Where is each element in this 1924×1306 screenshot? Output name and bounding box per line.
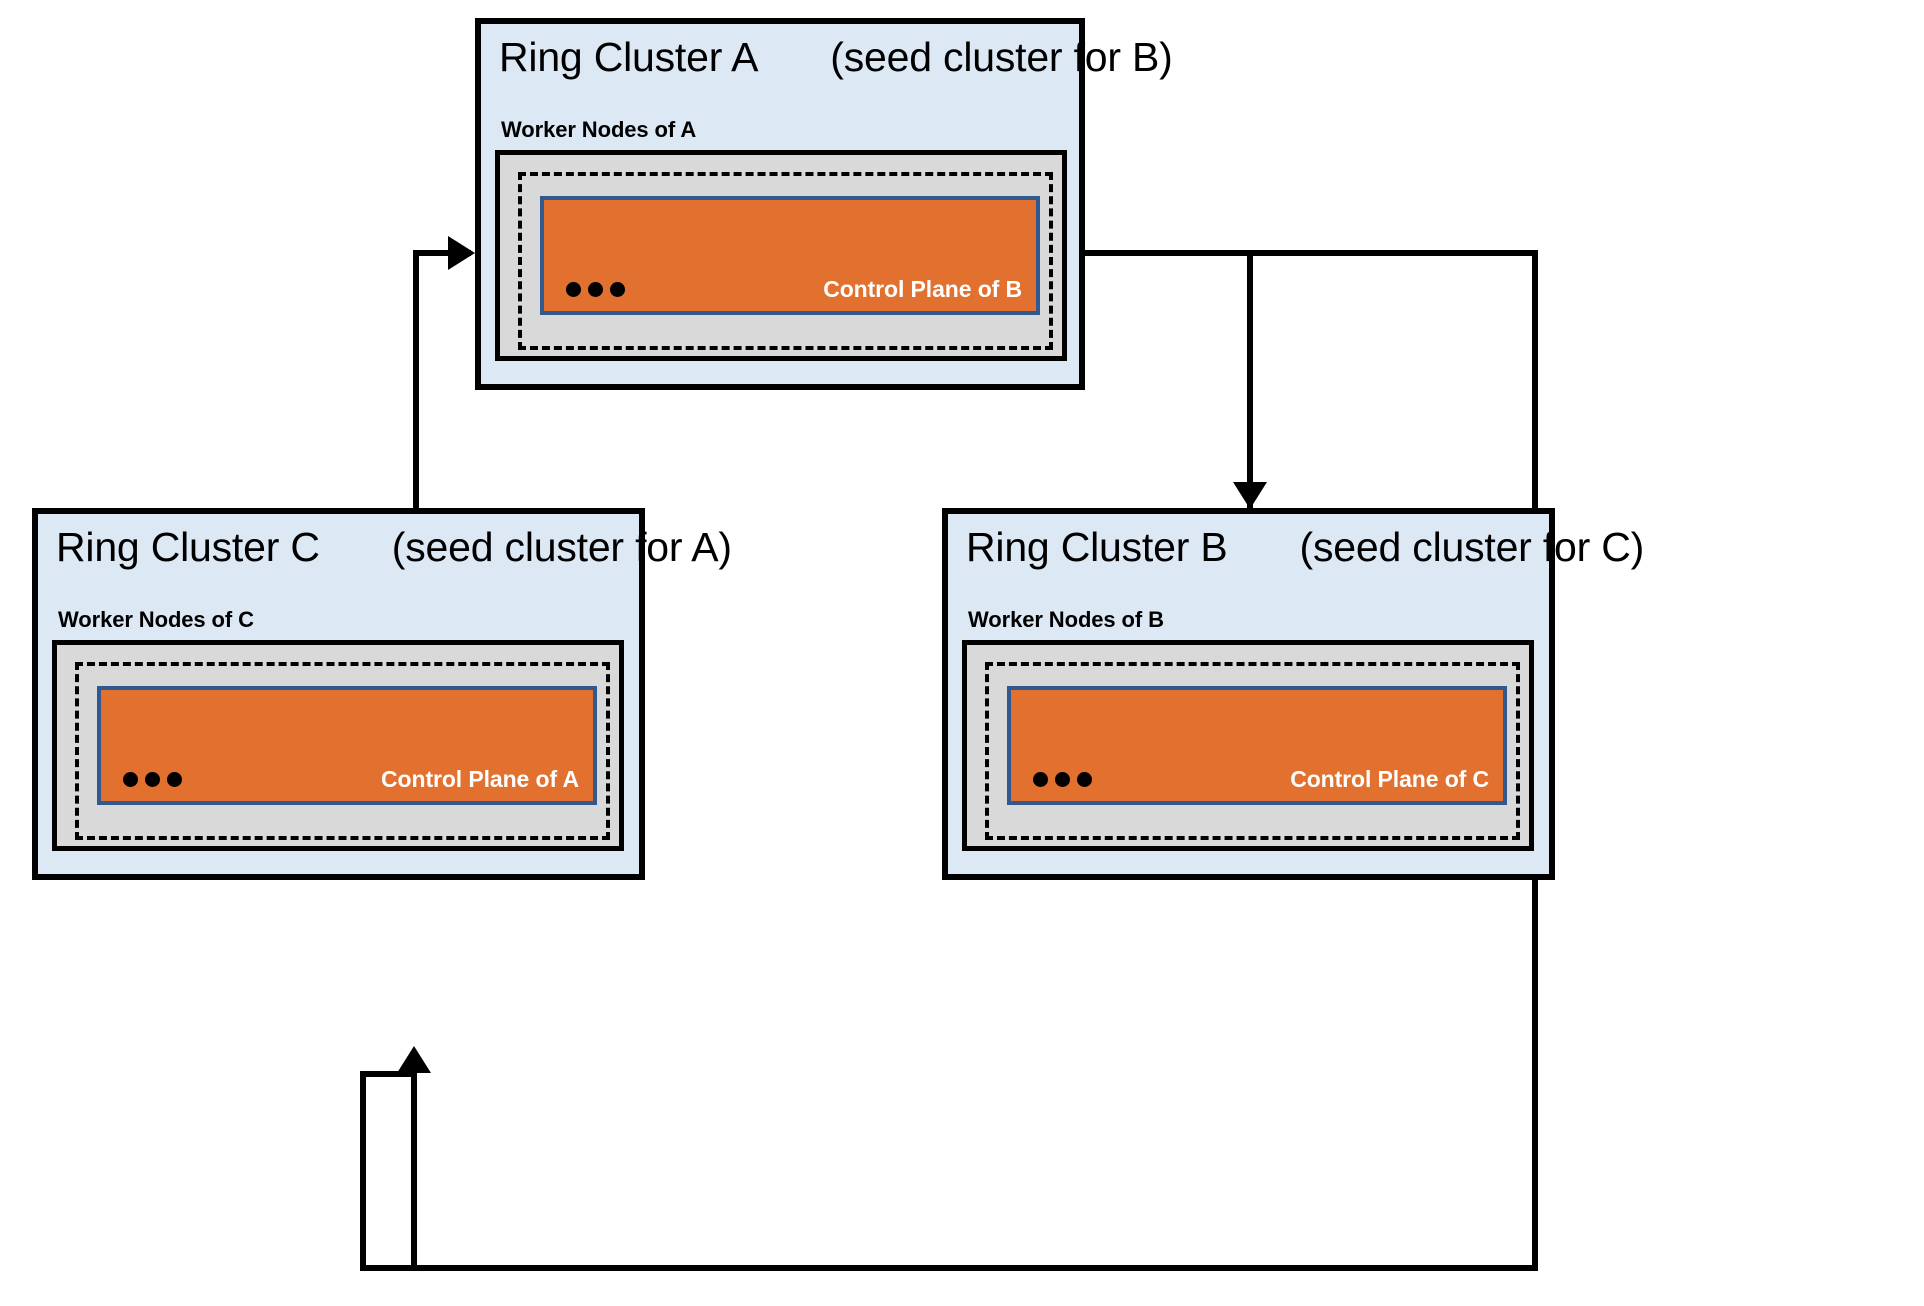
cluster-c-control-plane[interactable]: Control Plane of A: [97, 686, 597, 805]
cluster-c-seed-note: (seed cluster for A): [391, 524, 732, 570]
cluster-b-control-plane[interactable]: Control Plane of C: [1007, 686, 1507, 805]
connector-b-to-c-elbow: [360, 1071, 417, 1077]
cluster-a-seed-note: (seed cluster for B): [830, 34, 1173, 80]
arrowhead-into-cluster-c: [397, 1046, 431, 1073]
cluster-b-ellipsis-dots: [1033, 772, 1092, 787]
connector-a-to-b-vertical: [1247, 250, 1253, 508]
cluster-c-control-plane-label: Control Plane of A: [381, 766, 579, 792]
ring-cluster-c[interactable]: Ring Cluster C (seed cluster for A) Work…: [32, 508, 732, 880]
cluster-b-title: Ring Cluster B: [966, 524, 1228, 570]
cluster-b-seed-note: (seed cluster for C): [1299, 524, 1645, 570]
cluster-b-worker-nodes-box: Control Plane of C: [962, 640, 1534, 851]
cluster-b-worker-label: Worker Nodes of B: [968, 607, 1164, 632]
cluster-a-control-plane-label: Control Plane of B: [823, 276, 1022, 302]
cluster-c-worker-label: Worker Nodes of C: [58, 607, 254, 632]
cluster-b-dashed-boundary: Control Plane of C: [985, 662, 1520, 840]
cluster-c-dashed-boundary: Control Plane of A: [75, 662, 610, 840]
cluster-a-ellipsis-dots: [566, 282, 625, 297]
cluster-c-title-row: Ring Cluster C (seed cluster for A): [56, 524, 732, 571]
cluster-a-dashed-boundary: Control Plane of B: [518, 172, 1053, 350]
cluster-b-title-row: Ring Cluster B (seed cluster for C): [966, 524, 1644, 571]
ring-cluster-a[interactable]: Ring Cluster A (seed cluster for B) Work…: [475, 18, 1173, 390]
cluster-a-title-row: Ring Cluster A (seed cluster for B): [499, 34, 1173, 81]
connector-a-to-b-corner: [1247, 250, 1538, 256]
connector-c-to-a-horizontal: [413, 250, 471, 256]
connector-c-to-a-vertical: [413, 250, 419, 512]
cluster-b-control-plane-label: Control Plane of C: [1290, 766, 1489, 792]
connector-b-to-c-vertical-left: [360, 1071, 366, 1271]
ring-cluster-b[interactable]: Ring Cluster B (seed cluster for C) Work…: [942, 508, 1644, 880]
cluster-a-worker-nodes-box: Control Plane of B: [495, 150, 1067, 361]
cluster-c-title: Ring Cluster C: [56, 524, 320, 570]
cluster-a-title: Ring Cluster A: [499, 34, 759, 80]
arrowhead-into-cluster-b: [1233, 482, 1267, 509]
cluster-a-worker-label: Worker Nodes of A: [501, 117, 697, 142]
cluster-c-worker-nodes-box: Control Plane of A: [52, 640, 624, 851]
cluster-c-ellipsis-dots: [123, 772, 182, 787]
arrowhead-into-cluster-a: [448, 236, 475, 270]
cluster-a-control-plane[interactable]: Control Plane of B: [540, 196, 1040, 315]
connector-b-to-c-riser: [411, 1071, 417, 1271]
connector-b-to-c-horizontal-bottom: [360, 1265, 1538, 1271]
